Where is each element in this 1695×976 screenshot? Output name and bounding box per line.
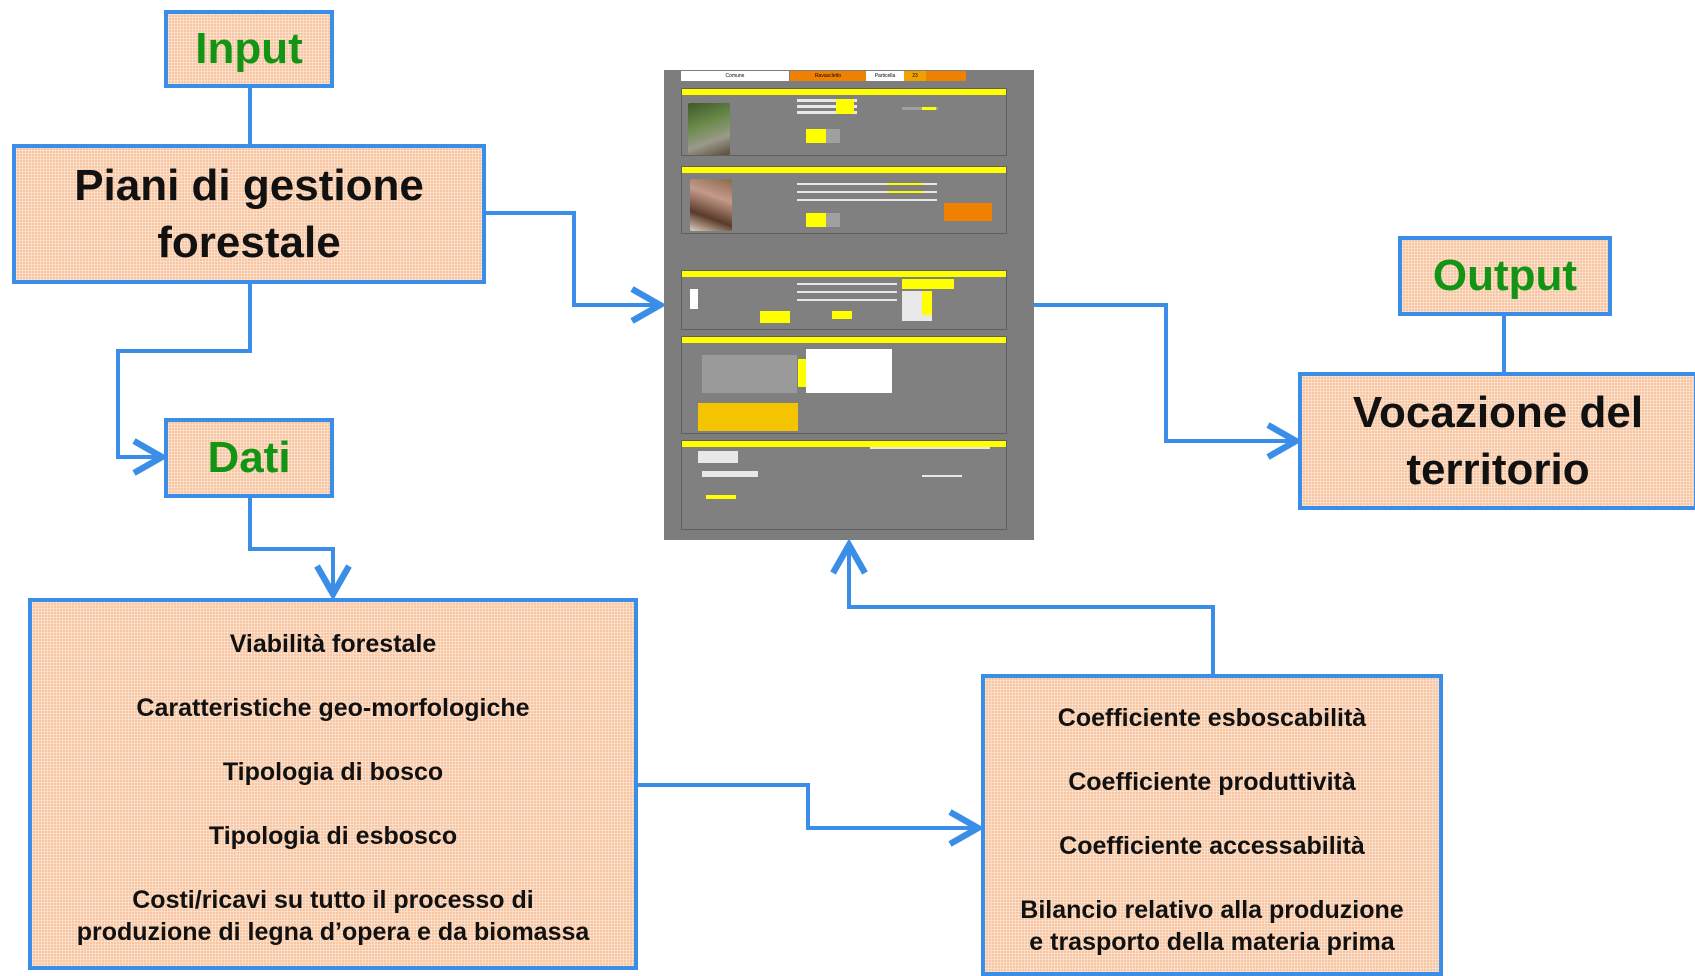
cell: [826, 213, 840, 227]
panel-costi: [681, 336, 1007, 434]
particella-label: Particella: [866, 71, 904, 81]
coefficient-item: Coefficiente produttività: [1068, 768, 1356, 796]
coefficients-box: Coefficiente esboscabilità Coefficiente …: [981, 674, 1443, 976]
cell: [806, 129, 826, 143]
dati-label-box: Dati: [164, 418, 334, 498]
dati-item: Viabilità forestale: [229, 630, 437, 658]
forest-road-photo: [688, 103, 730, 155]
spreadsheet-screenshot: Comune Ravascletto Particella 23: [664, 70, 1034, 540]
arrow-tool-to-vocazione: [1034, 303, 1303, 460]
cell: [887, 183, 923, 185]
cell: [887, 191, 923, 193]
panel-header-bar: [682, 441, 1006, 447]
panel-header-bar: [682, 271, 1006, 277]
panel-header-bar: [682, 89, 1006, 95]
cell: [826, 129, 840, 143]
dati-item: Caratteristiche geo-morfologiche: [136, 694, 530, 722]
panel-bosco: [681, 166, 1007, 234]
cell: [902, 107, 938, 110]
forest-photo: [690, 179, 732, 231]
input-label: Input: [195, 24, 303, 73]
cell: [797, 191, 937, 193]
cell: [902, 279, 954, 289]
panel-esbosco: [681, 270, 1007, 330]
vocazione-line-1: Vocazione del: [1352, 388, 1644, 437]
cell: [922, 475, 962, 477]
input-label-box: Input: [164, 10, 334, 88]
piani-line-2: forestale: [157, 218, 341, 267]
cell: [797, 199, 937, 201]
output-label: Output: [1432, 251, 1578, 300]
cell: [806, 213, 826, 227]
cell: [797, 291, 897, 293]
dati-label: Dati: [207, 433, 291, 482]
cell: [798, 359, 806, 387]
cell: [870, 447, 990, 449]
comune-label: Comune: [681, 71, 789, 81]
header-orange-cell: [926, 71, 966, 81]
cell: [797, 111, 857, 114]
piani-line-1: Piani di gestione: [74, 161, 424, 210]
cell: [797, 99, 857, 102]
cell: [797, 283, 897, 285]
coefficient-item: Coefficiente esboscabilità: [1057, 704, 1367, 732]
cell: [760, 311, 790, 323]
arrow-coefficients-to-tool: [830, 538, 1215, 678]
dati-list-box: Viabilità forestale Caratteristiche geo-…: [28, 598, 638, 970]
cell: [698, 451, 738, 463]
vocazione-line-2: territorio: [1406, 445, 1590, 494]
particella-value: 23: [904, 71, 926, 81]
cell: [797, 105, 857, 108]
cell: [690, 289, 698, 309]
dati-item: Tipologia di bosco: [222, 758, 444, 786]
arrow-piani-to-dati: [116, 281, 252, 476]
arrow-list-to-coefficients: [635, 783, 985, 847]
cell: [832, 311, 852, 319]
dati-item: Tipologia di esbosco: [208, 822, 458, 850]
cell: [797, 183, 937, 185]
panel-bilancio: [681, 440, 1007, 530]
comune-value: Ravascletto: [790, 71, 866, 81]
piani-gestione-box: Piani di gestione forestale: [12, 144, 486, 284]
output-label-box: Output: [1398, 236, 1612, 316]
cell: [944, 203, 992, 221]
panel-header-bar: [682, 167, 1006, 173]
cell: [922, 291, 932, 315]
panel-viabilita: [681, 88, 1007, 156]
cell: [806, 349, 892, 393]
cell: [706, 495, 736, 499]
cell: [797, 299, 897, 301]
arrow-piani-to-tool: [484, 211, 667, 324]
cell: [702, 471, 758, 477]
cell: [922, 107, 936, 110]
panel-header-bar: [682, 337, 1006, 343]
arrow-dati-to-list: [248, 496, 352, 601]
cell: [698, 403, 798, 431]
cell: [702, 355, 797, 393]
vocazione-box: Vocazione del territorio: [1298, 372, 1695, 510]
coefficient-item: Coefficiente accessabilità: [1059, 832, 1365, 860]
cell: [836, 99, 854, 114]
